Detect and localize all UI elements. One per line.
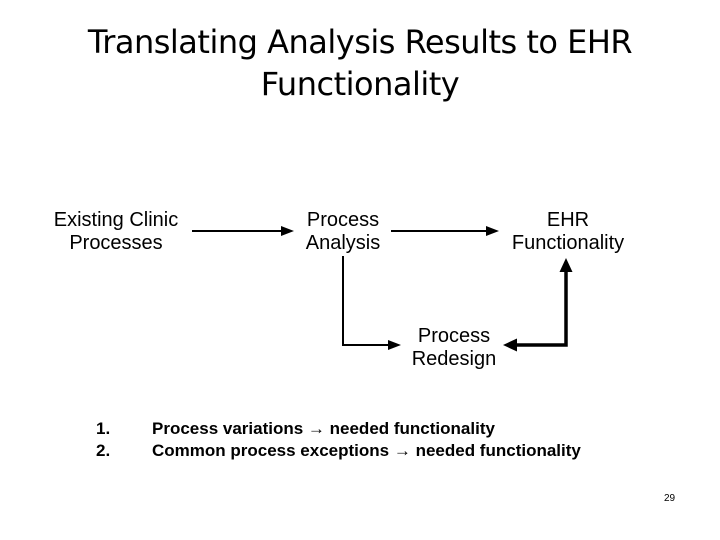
arrow-analysis-to-ehr xyxy=(391,226,499,236)
list-item: 2. Common process exceptions → needed fu… xyxy=(96,440,656,462)
list-item-number: 2. xyxy=(96,441,111,460)
node-label: Functionality xyxy=(511,232,625,254)
node-label: Redesign xyxy=(411,348,497,370)
arrow-existing-to-analysis xyxy=(192,226,294,236)
node-existing-clinic-processes: Existing Clinic Processes xyxy=(36,209,196,255)
slide-title-line2: Functionality xyxy=(260,65,460,103)
node-label: Processes xyxy=(69,232,163,254)
node-process-redesign: Process Redesign xyxy=(392,325,516,371)
node-label: Analysis xyxy=(305,232,381,254)
list-item-text: Process variations → needed functionalit… xyxy=(152,419,495,438)
page-number: 29 xyxy=(664,493,676,504)
slide-title: Translating Analysis Results to EHR Func… xyxy=(0,21,720,105)
numbered-list: 1. Process variations → needed functiona… xyxy=(96,418,656,462)
list-item: 1. Process variations → needed functiona… xyxy=(96,418,656,440)
node-label: Process xyxy=(306,209,380,231)
node-label: Existing Clinic xyxy=(53,209,179,231)
slide-title-line1: Translating Analysis Results to EHR xyxy=(87,23,633,61)
node-label: EHR xyxy=(546,209,590,231)
node-ehr-functionality: EHR Functionality xyxy=(496,209,640,255)
list-item-text: Common process exceptions → needed funct… xyxy=(152,441,581,460)
list-item-number: 1. xyxy=(96,419,111,438)
node-label: Process xyxy=(417,325,491,347)
node-process-analysis: Process Analysis xyxy=(283,209,403,255)
